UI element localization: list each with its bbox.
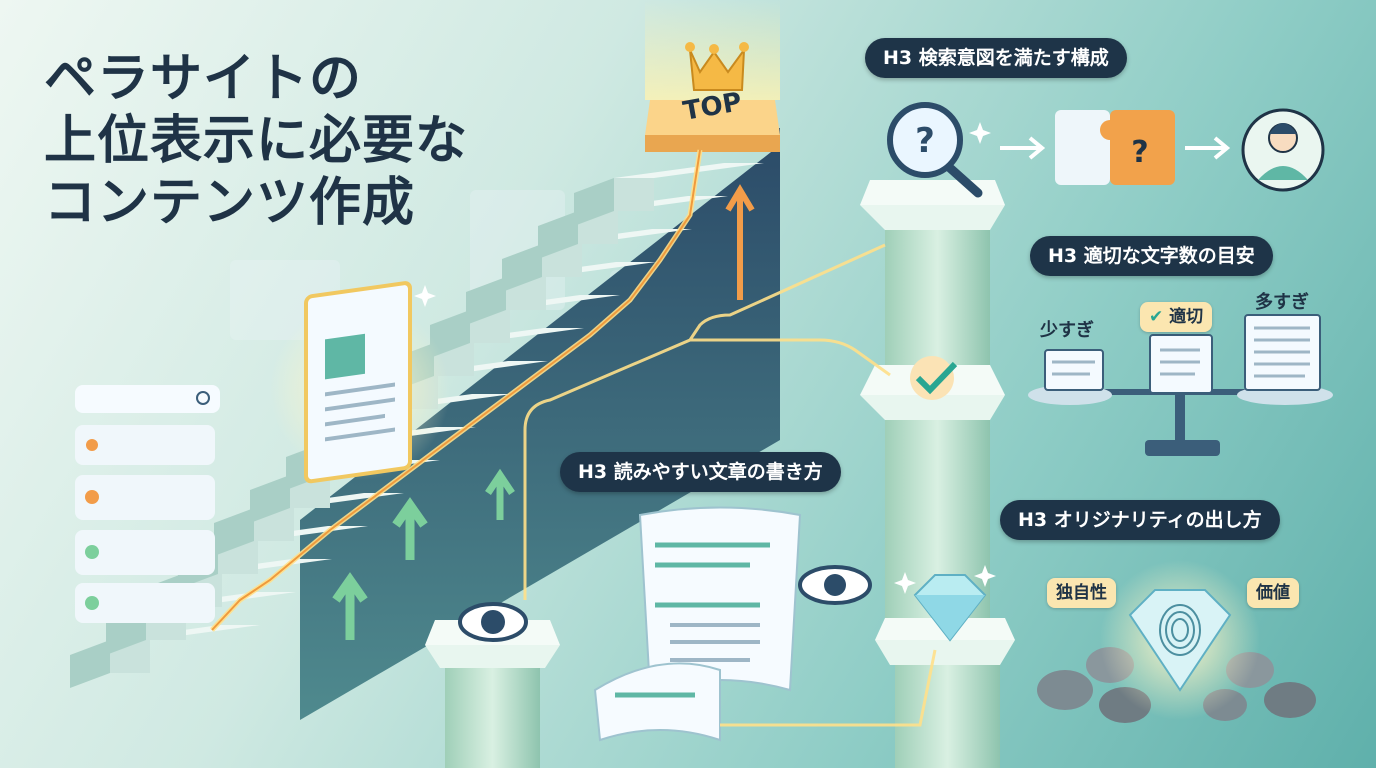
stair-side bbox=[250, 475, 290, 523]
section-originality: H3 オリジナリティの出し方 bbox=[1000, 500, 1280, 540]
section-char-count: H3 適切な文字数の目安 bbox=[1030, 236, 1273, 276]
scroll-document-icon bbox=[593, 506, 802, 742]
crown-icon bbox=[685, 42, 749, 91]
stair-side bbox=[430, 310, 470, 358]
section-search-intent: H3 検索意図を満たす構成 bbox=[865, 38, 1127, 78]
tag-uniqueness: 独自性 bbox=[1047, 578, 1116, 608]
tag-value: 価値 bbox=[1247, 578, 1299, 608]
svg-text:?: ? bbox=[915, 121, 935, 161]
document-icon bbox=[270, 281, 450, 484]
scale-label-just-right: ✔ 適切 bbox=[1140, 302, 1213, 332]
search-results-panel bbox=[75, 385, 220, 623]
page-title: ペラサイトの 上位表示に必要な コンテンツ作成 bbox=[44, 48, 468, 234]
fingerprint-diamond-icon bbox=[1100, 560, 1260, 720]
user-avatar-icon bbox=[1241, 108, 1325, 192]
section-readable: H3 読みやすい文章の書き方 bbox=[560, 452, 841, 492]
stair-riser bbox=[614, 178, 654, 211]
scale-label-too-few: 少すぎ bbox=[1040, 320, 1094, 341]
pillar-diamond bbox=[875, 618, 1015, 768]
diamond-icon bbox=[913, 574, 987, 642]
title-line: ペラサイトの bbox=[44, 49, 363, 109]
connector-lines bbox=[523, 243, 937, 727]
stair-side bbox=[214, 508, 254, 556]
stair-side bbox=[502, 244, 542, 292]
sparkle-icons bbox=[414, 122, 996, 594]
title-line: 上位表示に必要な bbox=[44, 111, 469, 171]
stair-side bbox=[466, 277, 506, 325]
arrow-icon bbox=[1000, 136, 1046, 160]
stair-side bbox=[70, 640, 110, 688]
eye-icon-pillar bbox=[458, 602, 528, 642]
svg-text:?: ? bbox=[1131, 135, 1148, 170]
title-line: コンテンツ作成 bbox=[44, 173, 416, 233]
pillar-eye bbox=[425, 620, 560, 768]
check-icon: ✔ bbox=[1149, 307, 1164, 327]
magnifier-icon: ? bbox=[887, 102, 983, 198]
balance-scale-icon bbox=[1028, 314, 1333, 456]
stair-side bbox=[538, 211, 578, 259]
stair-step bbox=[614, 163, 764, 178]
scale-label-just-right-text: 適切 bbox=[1169, 307, 1204, 327]
stair-side bbox=[574, 178, 614, 226]
up-arrows bbox=[332, 184, 755, 640]
eye-icon bbox=[798, 565, 872, 605]
puzzle-icon: ? bbox=[1055, 110, 1175, 185]
scale-label-too-many: 多すぎ bbox=[1255, 292, 1309, 313]
